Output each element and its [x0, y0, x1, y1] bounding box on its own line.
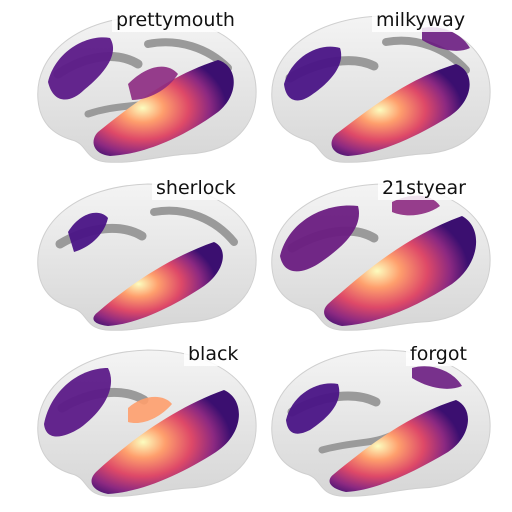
- activation-region: [280, 205, 359, 272]
- brain-surface: [37, 15, 257, 163]
- activation-region: [422, 27, 470, 51]
- panel-label: prettymouth: [112, 8, 239, 32]
- activation-region: [392, 195, 440, 216]
- brain-surface: [271, 183, 491, 331]
- activation-region: [331, 64, 470, 156]
- sulcus: [382, 36, 470, 74]
- activation-region: [128, 396, 172, 424]
- brain-surface: [271, 15, 491, 163]
- activation-region: [286, 383, 340, 434]
- panel-forgot: forgot: [262, 338, 502, 506]
- activation-region: [91, 390, 239, 494]
- panel-label: black: [184, 342, 243, 366]
- brain-surface: [271, 349, 491, 497]
- panel-black: black: [28, 338, 268, 506]
- activation-region: [329, 400, 468, 492]
- activation-region: [128, 66, 178, 100]
- panel-sherlock: sherlock: [28, 172, 268, 340]
- panel-label: milkyway: [372, 8, 470, 32]
- activation-region: [324, 216, 477, 326]
- sulcus: [55, 223, 147, 249]
- activation-region: [93, 60, 234, 156]
- panel-21styear: 21styear: [262, 172, 502, 340]
- panel-label: forgot: [406, 342, 471, 366]
- panel-label: sherlock: [152, 176, 240, 200]
- activation-region: [44, 368, 112, 437]
- panel-label: 21styear: [378, 176, 470, 200]
- activation-region: [412, 366, 462, 389]
- activation-region: [93, 242, 223, 326]
- brain-surface: [37, 349, 257, 497]
- panel-milkyway: milkyway: [262, 4, 502, 172]
- activation-region: [48, 37, 114, 100]
- activation-region: [284, 46, 342, 101]
- sulcus: [150, 206, 238, 246]
- panel-prettymouth: prettymouth: [28, 4, 268, 172]
- brain-surface: [37, 183, 257, 331]
- activation-region: [68, 212, 108, 252]
